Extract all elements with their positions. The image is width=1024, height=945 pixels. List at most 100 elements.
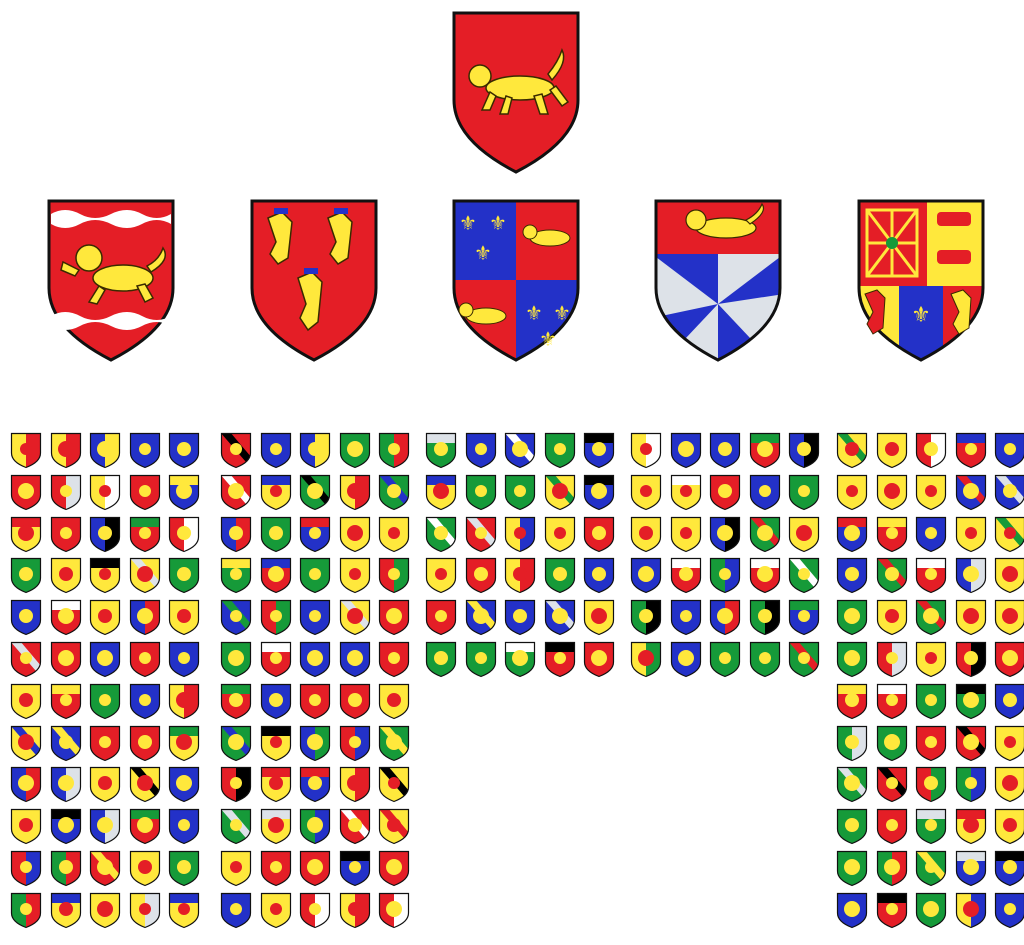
small-shield-icon <box>129 641 161 678</box>
small-shield-icon <box>955 766 987 803</box>
small-shield-icon <box>260 766 292 803</box>
small-shield-icon <box>630 557 662 594</box>
small-shield-icon <box>339 641 371 678</box>
small-shield-icon <box>220 766 252 803</box>
small-shield-icon <box>260 516 292 553</box>
small-shield-icon <box>670 599 702 636</box>
small-shield-icon <box>504 474 536 511</box>
small-shield-icon <box>129 432 161 469</box>
small-shield-icon <box>788 516 820 553</box>
small-shield-icon <box>10 850 42 887</box>
small-shield-icon <box>89 599 121 636</box>
small-shield-icon <box>994 599 1024 636</box>
small-shield-icon <box>544 474 576 511</box>
small-shield-icon <box>220 850 252 887</box>
small-shield-icon <box>955 516 987 553</box>
small-shield-icon <box>378 725 410 762</box>
small-shield-icon <box>544 516 576 553</box>
shield-5: ⚜ <box>855 198 987 363</box>
small-shield-icon <box>709 557 741 594</box>
small-shield-icon <box>168 766 200 803</box>
small-shield-icon <box>339 850 371 887</box>
small-shield-icon <box>378 432 410 469</box>
small-shield-icon <box>465 641 497 678</box>
svg-text:⚜: ⚜ <box>553 301 571 325</box>
small-shield-icon <box>876 516 908 553</box>
small-shield-icon <box>89 892 121 929</box>
small-shield-icon <box>876 725 908 762</box>
small-shield-icon <box>10 892 42 929</box>
small-shield-icon <box>220 892 252 929</box>
small-shield-icon <box>260 892 292 929</box>
small-shield-icon <box>378 892 410 929</box>
small-shield-icon <box>749 432 781 469</box>
small-shield-icon <box>129 892 161 929</box>
small-shield-icon <box>749 557 781 594</box>
small-shield-icon <box>168 725 200 762</box>
small-shield-icon <box>915 850 947 887</box>
small-shield-icon <box>788 557 820 594</box>
small-shield-icon <box>836 432 868 469</box>
small-shield-icon <box>955 474 987 511</box>
small-shield-icon <box>994 850 1024 887</box>
small-shield-icon <box>465 557 497 594</box>
small-shield-icon <box>465 432 497 469</box>
small-shield-icon <box>339 516 371 553</box>
small-shield-icon <box>836 766 868 803</box>
small-shield-icon <box>129 557 161 594</box>
small-shield-icon <box>709 474 741 511</box>
small-shield-icon <box>339 808 371 845</box>
small-shield-icon <box>260 599 292 636</box>
small-shield-icon <box>339 432 371 469</box>
small-shield-icon <box>630 599 662 636</box>
shield-1 <box>45 198 177 363</box>
small-shield-icon <box>465 474 497 511</box>
small-shield-icon <box>836 808 868 845</box>
small-shield-icon <box>220 432 252 469</box>
small-shield-icon <box>378 599 410 636</box>
small-shield-icon <box>915 516 947 553</box>
small-shield-icon <box>955 892 987 929</box>
small-shield-icon <box>994 432 1024 469</box>
small-shield-icon <box>425 474 457 511</box>
small-shield-icon <box>339 683 371 720</box>
small-shield-icon <box>10 474 42 511</box>
small-shield-icon <box>50 599 82 636</box>
small-shield-icon <box>583 474 615 511</box>
small-shield-icon <box>955 557 987 594</box>
small-shield-icon <box>836 557 868 594</box>
small-shield-icon <box>168 850 200 887</box>
small-shield-icon <box>836 683 868 720</box>
small-shield-icon <box>339 557 371 594</box>
small-shield-icon <box>749 474 781 511</box>
small-shield-icon <box>425 516 457 553</box>
small-shield-icon <box>876 766 908 803</box>
small-shield-icon <box>89 725 121 762</box>
small-shield-icon <box>129 808 161 845</box>
small-shield-icon <box>630 474 662 511</box>
small-shield-icon <box>583 516 615 553</box>
small-shield-icon <box>50 474 82 511</box>
small-shield-icon <box>915 725 947 762</box>
small-shield-icon <box>465 516 497 553</box>
small-shield-icon <box>10 766 42 803</box>
small-shield-icon <box>378 641 410 678</box>
small-shield-icon <box>129 725 161 762</box>
small-shield-icon <box>670 641 702 678</box>
small-shield-icon <box>504 599 536 636</box>
small-shield-icon <box>788 474 820 511</box>
small-shield-icon <box>836 599 868 636</box>
small-shield-icon <box>915 892 947 929</box>
small-shield-icon <box>220 683 252 720</box>
small-shield-icon <box>220 641 252 678</box>
small-shield-icon <box>670 474 702 511</box>
small-shield-icon <box>876 599 908 636</box>
small-shield-icon <box>915 766 947 803</box>
small-shield-icon <box>994 641 1024 678</box>
small-shield-icon <box>670 516 702 553</box>
small-shield-icon <box>788 432 820 469</box>
small-shield-icon <box>876 432 908 469</box>
small-shield-icon <box>339 892 371 929</box>
small-shield-icon <box>709 599 741 636</box>
small-shield-icon <box>378 766 410 803</box>
